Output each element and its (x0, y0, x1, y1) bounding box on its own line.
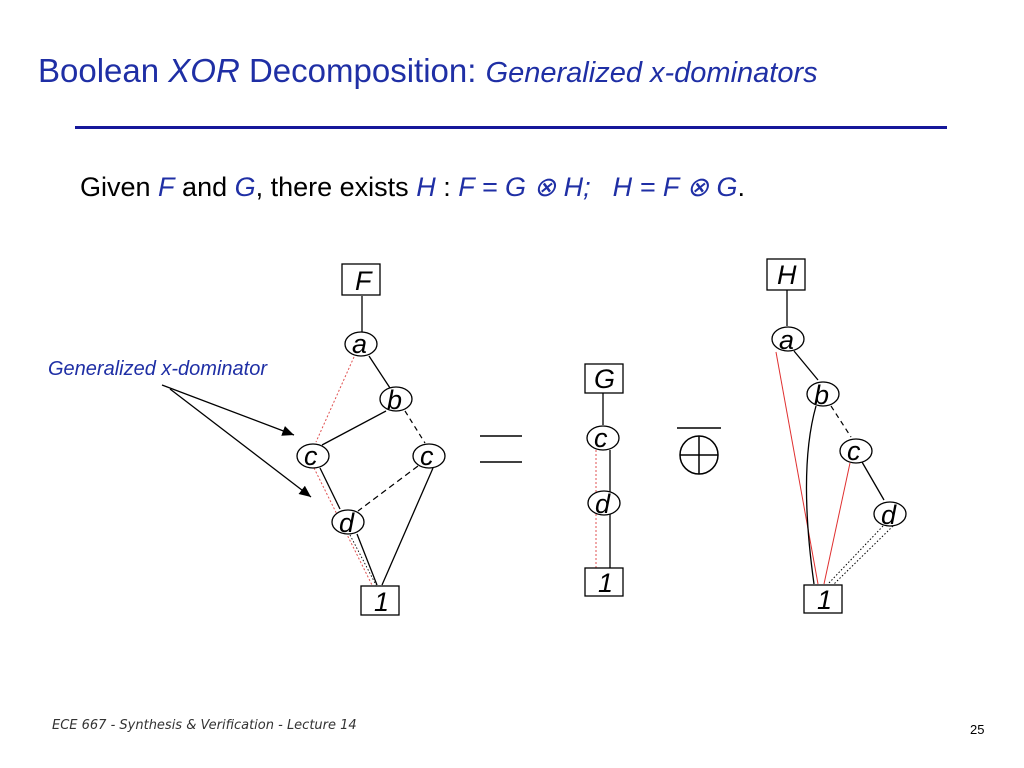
g-terminal-box (584, 567, 624, 597)
h-node-d (873, 501, 907, 527)
edge-b-c2-dashed (404, 410, 426, 444)
xnor-symbol (677, 427, 721, 475)
footer-course: ECE 667 - Synthesis & Verification - Lec… (52, 718, 357, 733)
h-node-a (771, 326, 805, 352)
g-bdd: G c d 1 (584, 363, 624, 598)
f-node-a (344, 331, 378, 357)
g-root-label: G (594, 364, 615, 394)
g-terminal-label: 1 (598, 568, 613, 598)
edge-b-c-dashed-h (830, 405, 852, 438)
edge-c2-d-dashed (357, 465, 419, 512)
x-dominator-annotation: Generalized x-dominator (48, 358, 312, 498)
edge-d-1-dotted (349, 534, 377, 586)
h-node-c (839, 438, 873, 464)
f-root-label: F (355, 266, 373, 296)
annotation-text: Generalized x-dominator (48, 358, 268, 380)
edge-a-c-complement (315, 356, 355, 443)
h-node-b-label: b (814, 380, 829, 410)
arrow-to-c (161, 384, 295, 436)
f-terminal-box (360, 585, 400, 616)
edge-a-1-complement-h (775, 351, 819, 585)
h-root-box (766, 258, 806, 291)
g-node-d-label: d (595, 489, 611, 519)
g-root-box (584, 363, 624, 394)
edge-c2-1 (381, 467, 434, 586)
f-node-c-left (296, 443, 330, 469)
edge-a-b-h (793, 350, 819, 381)
arrow-to-d (169, 388, 312, 498)
page-number: 25 (970, 722, 985, 737)
g-node-d (587, 490, 621, 516)
f-node-c-right-label: c (420, 441, 434, 471)
edge-b-1-h (805, 405, 817, 585)
f-node-b-label: b (387, 385, 402, 415)
h-terminal-box (803, 584, 843, 614)
slide-title: Boolean XOR Decomposition: Generalized x… (38, 52, 818, 89)
h-root-label: H (777, 260, 797, 290)
f-node-a-label: a (352, 329, 367, 359)
edge-d-1-dotted-h2 (833, 525, 894, 585)
subtitle: Given F and G, there exists H : F = G ⊗ … (80, 172, 746, 202)
edge-c-d (319, 467, 341, 510)
h-bdd: H a b c d 1 (766, 258, 907, 615)
h-terminal-label: 1 (817, 585, 832, 615)
g-node-c (586, 425, 620, 451)
f-node-b (379, 386, 413, 412)
h-node-a-label: a (779, 325, 794, 355)
h-node-c-label: c (847, 436, 861, 466)
g-node-c-label: c (594, 423, 608, 453)
edge-c-d-h (861, 461, 885, 501)
edge-d-1-dotted-h (827, 525, 884, 585)
title-underline (75, 126, 947, 129)
f-node-c-left-label: c (304, 441, 318, 471)
h-node-b (806, 381, 840, 407)
f-root-box (341, 263, 381, 296)
f-node-d-label: d (339, 508, 355, 538)
f-bdd: F a b c c d 1 (296, 263, 446, 617)
equals-sign (480, 435, 522, 463)
h-node-d-label: d (881, 500, 897, 530)
f-terminal-label: 1 (374, 587, 389, 617)
f-node-c-right (412, 443, 446, 469)
edge-b-c (321, 410, 387, 446)
f-node-d (331, 509, 365, 535)
edge-d-1 (356, 533, 378, 586)
edge-a-b (368, 355, 391, 389)
edge-c-1-complement-h (823, 462, 851, 585)
